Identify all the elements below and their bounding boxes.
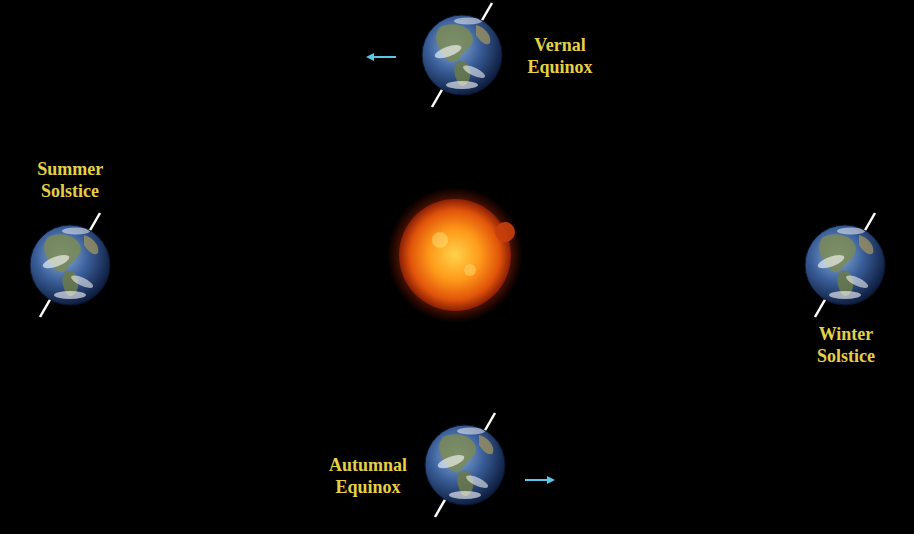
sun	[399, 199, 511, 311]
motion-arrow	[525, 479, 549, 481]
earth-globe	[805, 225, 885, 305]
earth-globe	[30, 225, 110, 305]
motion-arrows	[366, 53, 555, 484]
solar-flare	[495, 222, 515, 242]
season-label: Vernal Equinox	[527, 35, 592, 78]
sun-spot	[464, 264, 476, 276]
season-label: Autumnal Equinox	[329, 455, 407, 498]
season-label: Summer Solstice	[37, 159, 103, 202]
sun-spot	[432, 232, 448, 248]
earth-globe	[422, 15, 502, 95]
arrow-head	[366, 53, 374, 61]
earth-globe	[425, 425, 505, 505]
earth-axes	[40, 3, 875, 517]
motion-arrow	[372, 56, 396, 58]
sun-glow	[387, 187, 523, 323]
season-label: Winter Solstice	[817, 324, 875, 367]
arrow-head	[547, 476, 555, 484]
